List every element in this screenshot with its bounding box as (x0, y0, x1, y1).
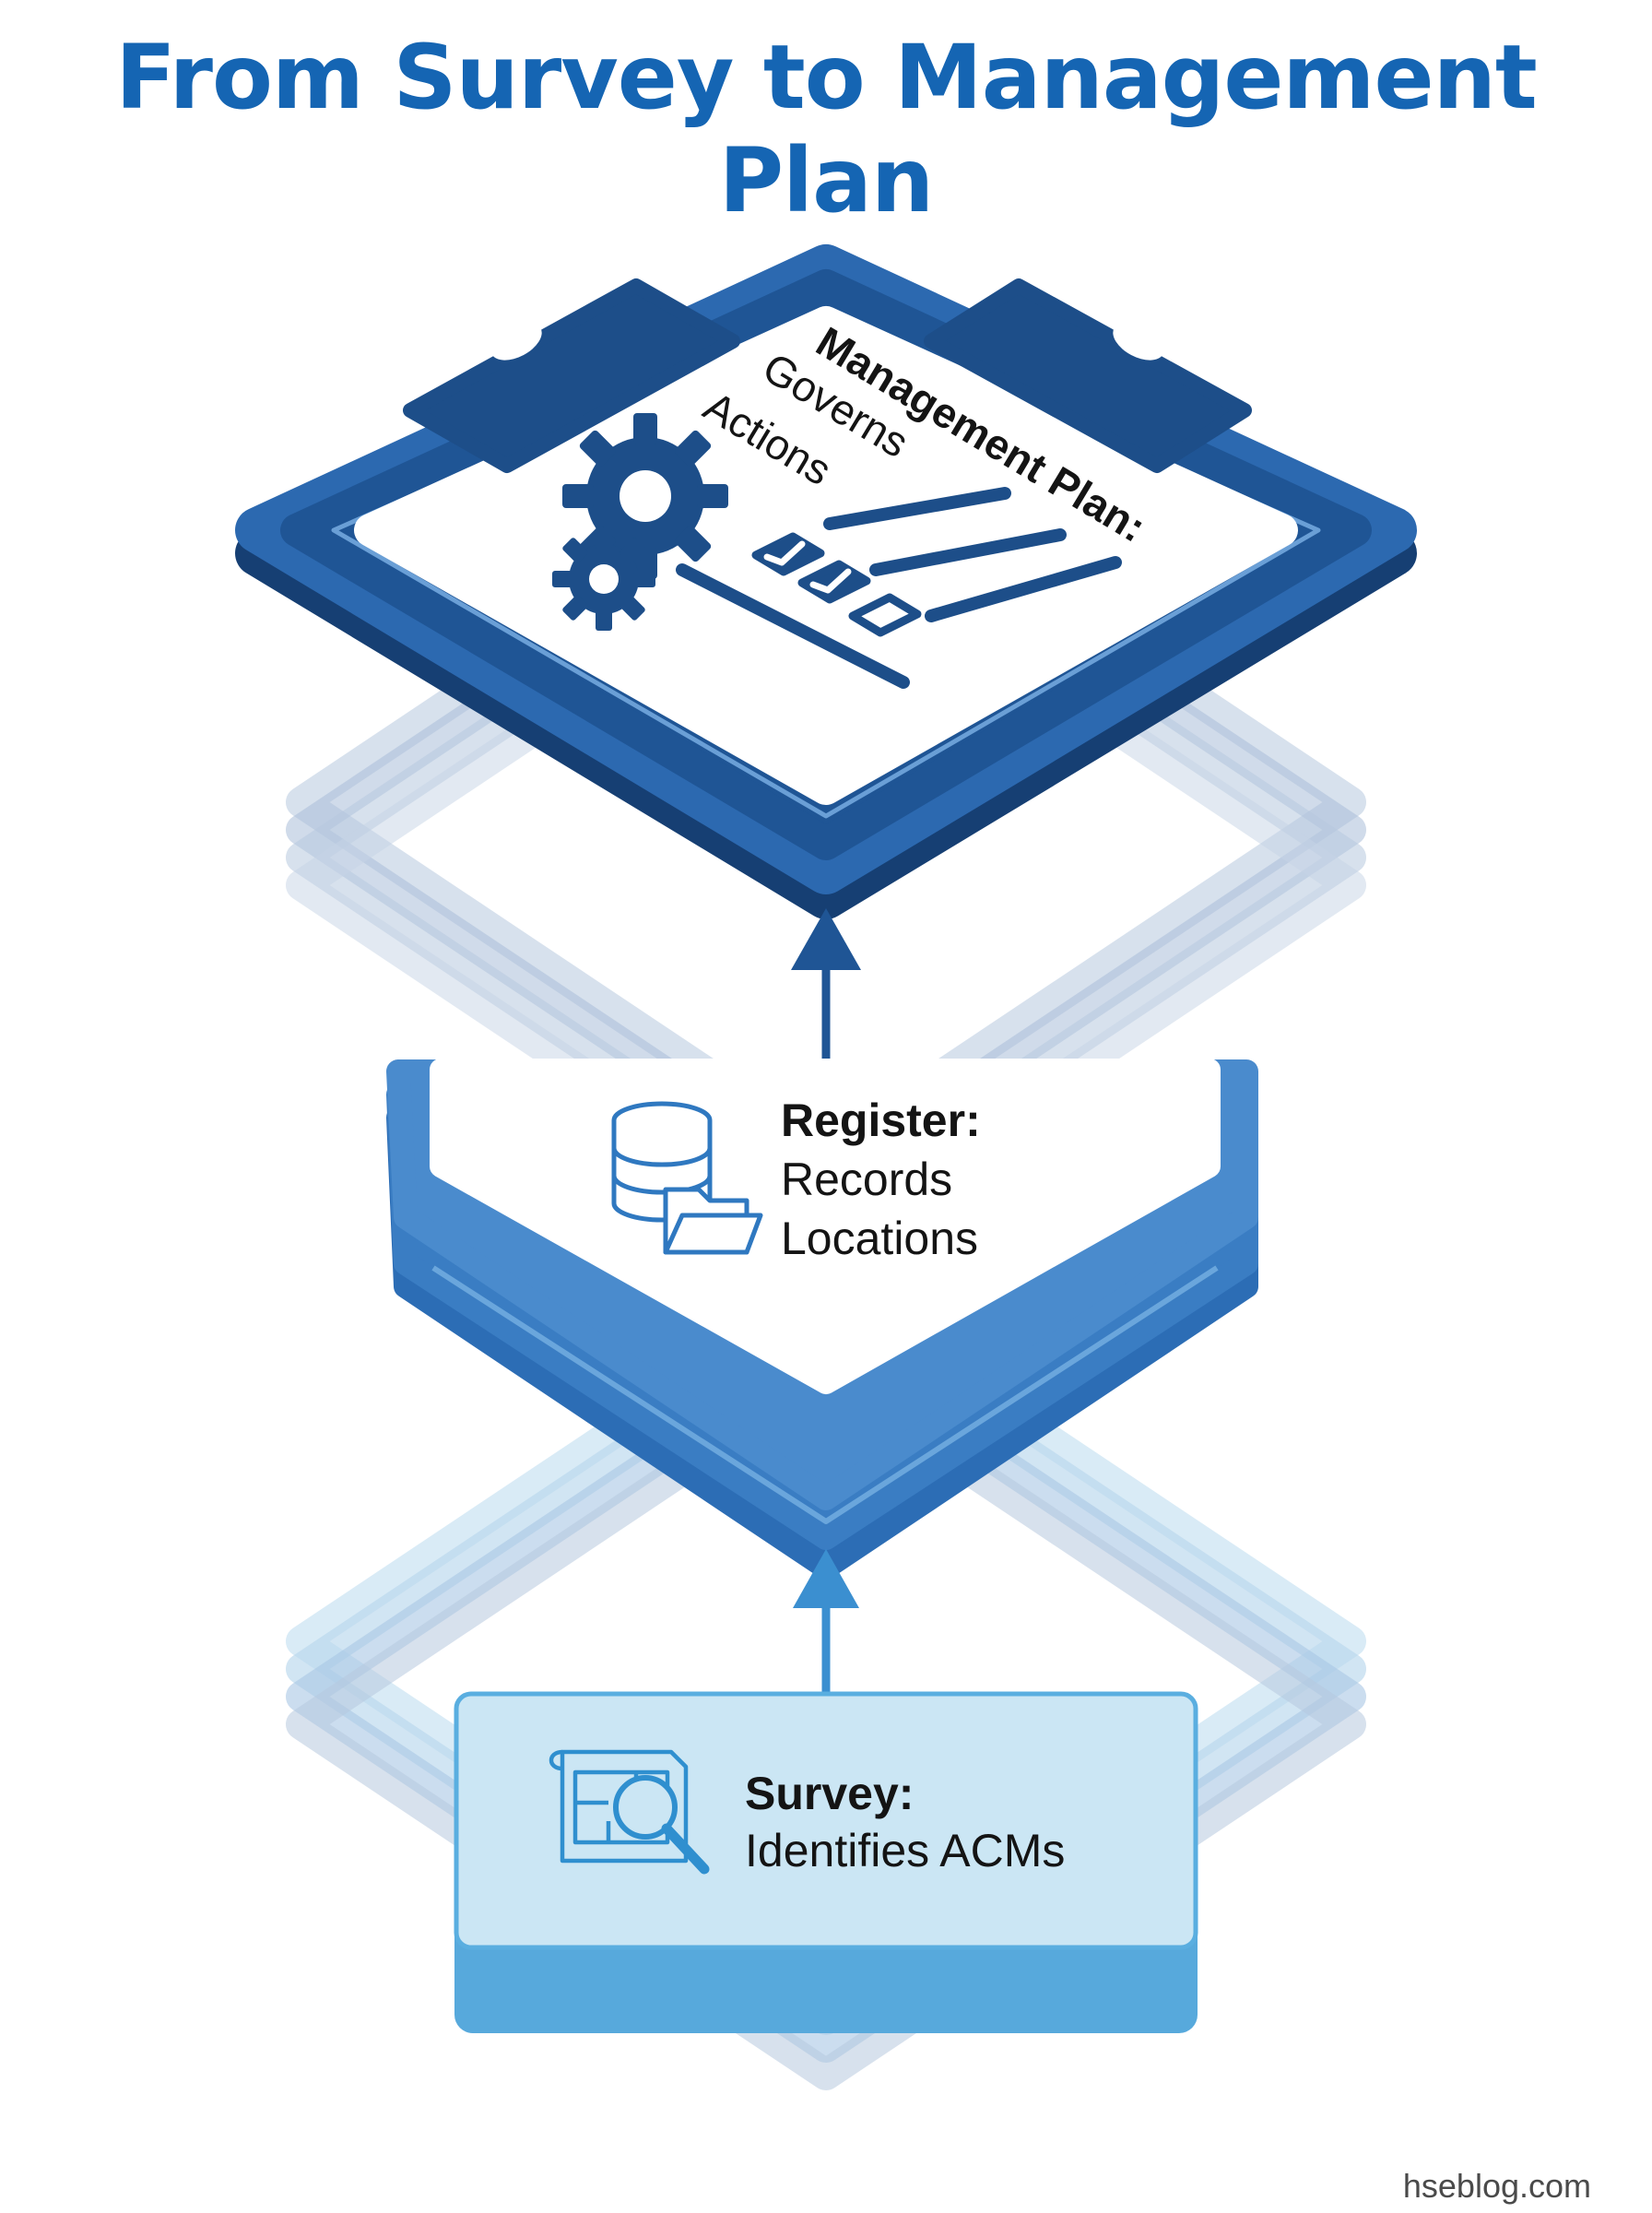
survey-panel (454, 1691, 1198, 1950)
arrow-up-icon (793, 1549, 859, 1692)
register-line-1: Records (781, 1154, 952, 1205)
register-heading: Register: (781, 1095, 981, 1146)
magnifier-icon (613, 1775, 710, 1875)
register-layer-2-highlight (431, 1265, 1219, 1524)
survey-stage: Survey: Identifies ACMs (454, 1691, 1198, 2033)
survey-line-1: Identifies ACMs (745, 1825, 1065, 1876)
register-line-2: Locations (781, 1213, 978, 1264)
ghost-layer-lower (286, 1275, 1366, 2090)
clipboard-icon (403, 278, 1252, 473)
watermark: hseblog.com (1402, 2167, 1591, 2205)
checklist-icon (676, 487, 1122, 689)
folder-icon (663, 1187, 763, 1255)
page-title: From Survey to Management Plan (115, 26, 1538, 232)
register-stage: Register: Records Locations (386, 1059, 1258, 1580)
arrow-up-icon (791, 908, 861, 1060)
management-plan-stage: Management Plan: Governs Actions (235, 244, 1417, 919)
gear-icon (552, 413, 728, 631)
survey-heading: Survey: (745, 1768, 914, 1819)
